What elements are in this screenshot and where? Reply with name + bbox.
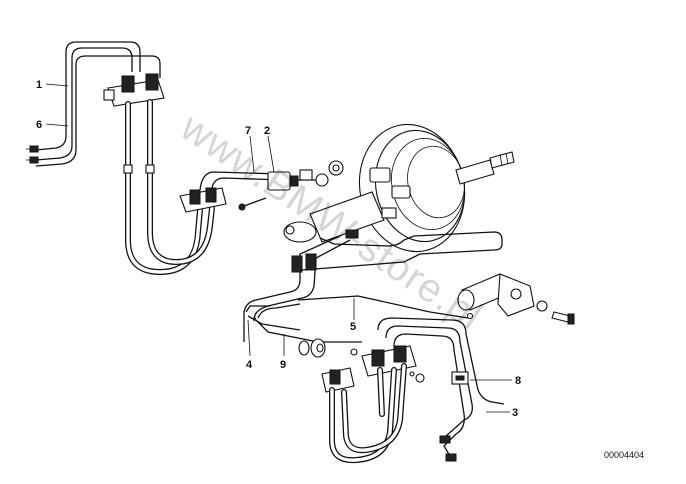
- lower-hose-bracket: [298, 338, 469, 393]
- diagram-id: 00004404: [604, 450, 644, 460]
- part-label-4: 4: [246, 359, 253, 371]
- part-label-6: 6: [36, 119, 42, 131]
- lower-rigid-lines: [243, 231, 503, 343]
- lower-flexible-hoses: [329, 363, 407, 464]
- bolt-icon: [238, 203, 246, 211]
- part-label-2: 2: [264, 125, 270, 137]
- hose-clip-icon: [145, 73, 159, 91]
- washer-icon: [536, 300, 548, 312]
- mid-hose-clamp: [179, 171, 283, 213]
- pipe-fitting-icon: [291, 255, 303, 273]
- part-label-3: 3: [512, 407, 518, 419]
- pressure-switch-assembly: [238, 160, 344, 211]
- pipe-fitting-icon: [305, 253, 317, 271]
- upper-hose-bracket: [103, 73, 165, 107]
- lower-right-brake-lines: [377, 317, 505, 462]
- upper-left-brake-lines: [26, 41, 161, 167]
- leader-lines: [45, 83, 512, 413]
- part-label-1: 1: [36, 79, 42, 91]
- part-label-5: 5: [350, 321, 356, 333]
- line-end-fitting-icon: [439, 435, 451, 444]
- brake-booster: [283, 123, 515, 253]
- part-label-8: 8: [515, 375, 521, 387]
- line-end-fitting-icon: [29, 156, 39, 164]
- hose-clip-icon: [121, 75, 135, 93]
- upper-flexible-hoses: [123, 99, 215, 276]
- line-end-fitting-icon: [29, 145, 39, 153]
- pressure-regulator: [457, 273, 575, 325]
- part-label-7: 7: [245, 125, 251, 137]
- line-end-fitting-icon: [445, 453, 457, 462]
- bolt-icon: [567, 313, 575, 325]
- part-label-9: 9: [280, 359, 286, 371]
